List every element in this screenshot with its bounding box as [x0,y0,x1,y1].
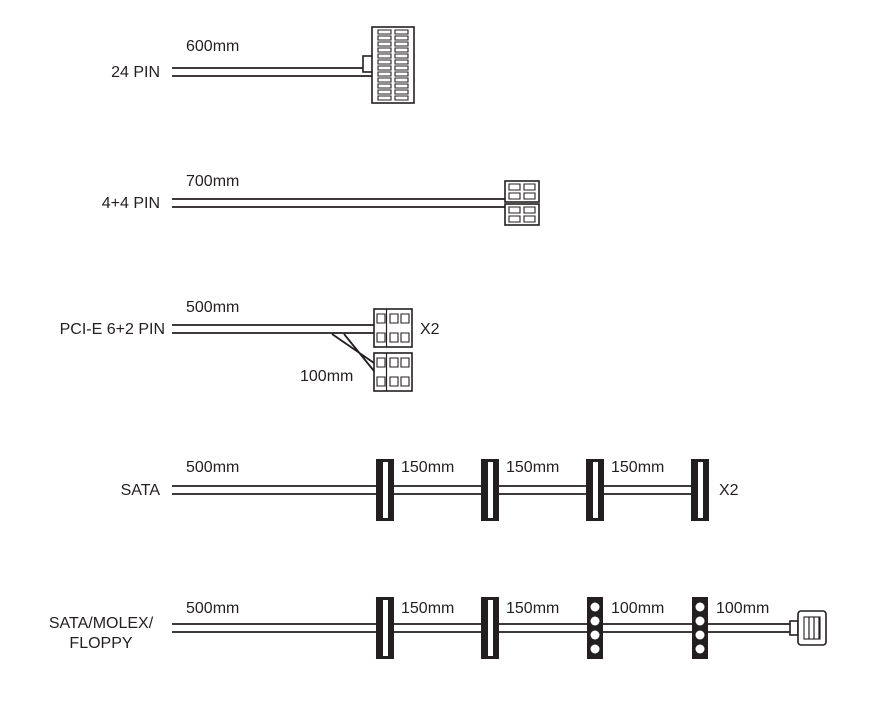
cable-row-sata: SATA 500mm 150mm 150mm 150mm X2 [121,459,739,521]
length-label-smf-100mm-2: 100mm [716,600,769,617]
cable-wire-pcie [172,324,375,334]
length-label-smf-100mm-1: 100mm [611,600,664,617]
length-label-smf-500mm: 500mm [186,600,239,617]
pcie-6plus2-connector-icon [373,308,413,348]
cable-wire-4plus4pin [172,198,506,208]
cable-wire-sata [172,485,700,495]
molex-connector-icon [587,597,603,659]
sata-connector-icon [481,459,499,521]
sata-connector-icon [481,597,499,659]
length-label-smf-150mm-2: 150mm [506,600,559,617]
cable-row-24pin: 24 PIN 600mm [111,26,415,104]
sata-connector-icon [586,459,604,521]
sata-connector-icon [691,459,709,521]
row-label-sata: SATA [121,482,161,499]
floppy-connector-icon [789,610,827,646]
cable-branch-pcie [331,333,375,372]
atx-24pin-connector-icon [362,26,415,104]
length-label-sata-500mm: 500mm [186,459,239,476]
molex-connector-icon [692,597,708,659]
length-label-24pin-600mm: 600mm [186,38,239,55]
qty-label-pcie: X2 [420,321,440,338]
cable-row-pcie: PCI-E 6+2 PIN 500mm X2 100mm [60,299,440,392]
length-label-pcie-500mm: 500mm [186,299,239,316]
eps-4plus4-connector-icon [504,180,540,226]
row-label-24pin: 24 PIN [111,64,160,81]
length-label-smf-150mm-1: 150mm [401,600,454,617]
row-label-floppy: FLOPPY [69,635,132,652]
row-label-4plus4pin: 4+4 PIN [102,195,160,212]
length-label-sata-150mm-1: 150mm [401,459,454,476]
row-label-sata-molex: SATA/MOLEX/ [49,615,154,632]
cable-row-4plus4pin: 4+4 PIN 700mm [102,173,540,226]
pcie-6plus2-connector-icon [373,352,413,392]
cable-wire-24pin [172,67,373,77]
sata-connector-icon [376,597,394,659]
length-label-sata-150mm-2: 150mm [506,459,559,476]
sata-connector-icon [376,459,394,521]
length-label-pcie-100mm: 100mm [300,368,353,385]
length-label-4plus4pin-700mm: 700mm [186,173,239,190]
row-label-pcie: PCI-E 6+2 PIN [60,321,165,338]
cable-row-sata-molex-floppy: SATA/MOLEX/ FLOPPY 500mm 150mm 150mm 100… [49,597,827,659]
qty-label-sata: X2 [719,482,739,499]
length-label-sata-150mm-3: 150mm [611,459,664,476]
